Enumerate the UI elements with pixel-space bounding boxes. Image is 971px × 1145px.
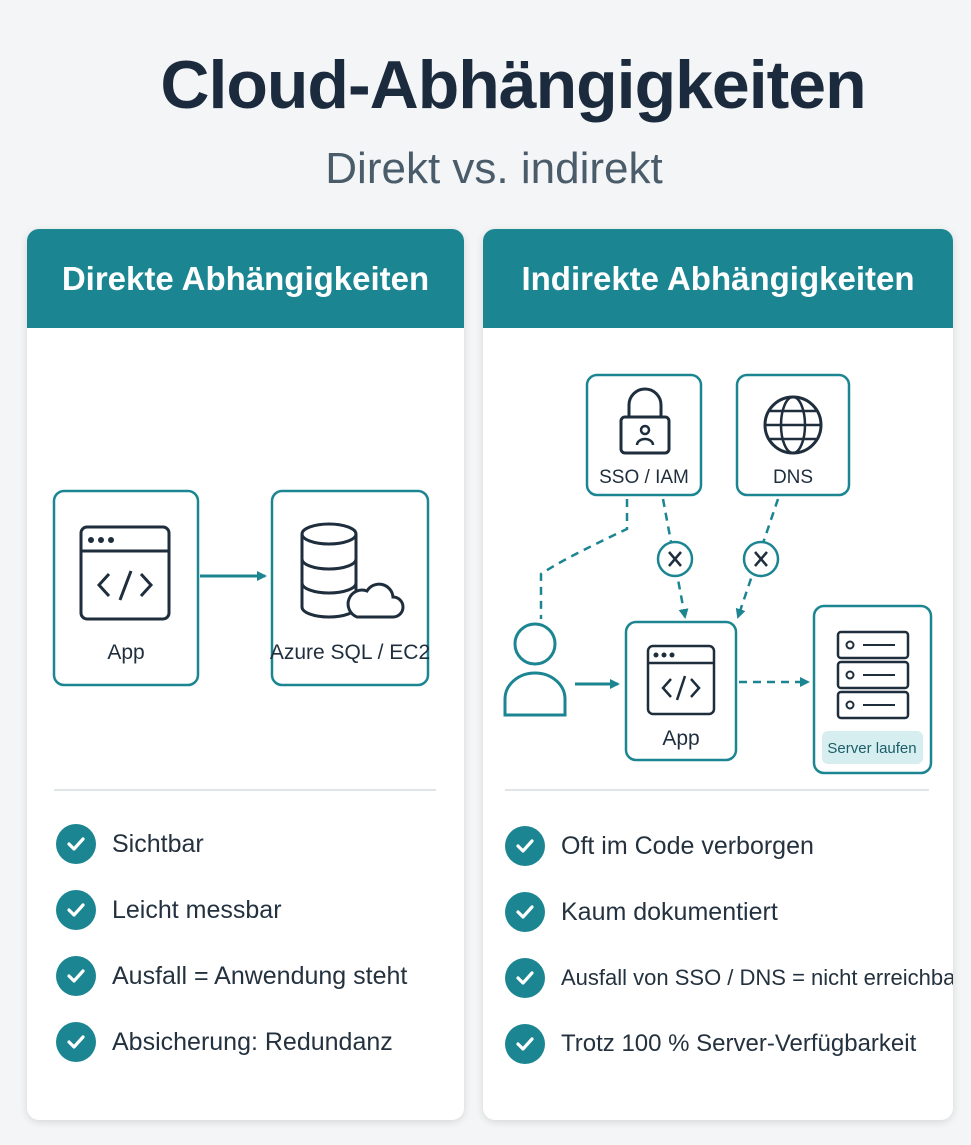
check-icon (505, 1024, 545, 1064)
failure-x-icon (656, 540, 694, 578)
indirect-dependencies-panel: Indirekte Abhängigkeiten SSO / IAM (483, 229, 953, 1120)
direct-dependencies-panel: Direkte Abhängigkeiten App (27, 229, 464, 1120)
database-cloud-icon (300, 522, 405, 619)
browser-code-icon (79, 525, 171, 621)
server-status-badge (822, 731, 923, 764)
list-item: Trotz 100 % Server-Verfügbarkeit (505, 1011, 945, 1077)
user-icon (503, 622, 567, 717)
check-icon (505, 826, 545, 866)
indirect-panel-header: Indirekte Abhängigkeiten (483, 229, 953, 328)
indirect-checklist: Oft im Code verborgen Kaum dokumentiert … (505, 813, 953, 1077)
check-icon (505, 892, 545, 932)
check-icon (505, 958, 545, 998)
list-item-label: Absicherung: Redundanz (112, 1027, 393, 1056)
sso-label: SSO / IAM (599, 467, 689, 488)
browser-code-icon (646, 644, 716, 716)
lock-icon (619, 387, 671, 455)
check-icon (56, 824, 96, 864)
direct-app-node: App (52, 489, 200, 687)
list-item-label: Ausfall von SSO / DNS = nicht erreichbar (561, 965, 953, 990)
list-item: Ausfall = Anwendung steht (56, 943, 456, 1009)
page-title: Cloud-Abhängigkeiten (160, 47, 866, 123)
list-item-label: Ausfall = Anwendung steht (112, 961, 408, 990)
dns-label: DNS (773, 467, 813, 488)
indirect-app-label: App (662, 727, 699, 750)
list-item: Ausfall von SSO / DNS = nicht erreichbar (505, 945, 953, 1011)
failure-x-icon (742, 540, 780, 578)
server-rack-icon (836, 630, 910, 720)
sso-node: SSO / IAM (585, 373, 703, 497)
direct-db-label: Azure SQL / EC2 (270, 641, 430, 664)
page-subtitle: Direkt vs. indirekt (325, 144, 663, 193)
list-item-label: Trotz 100 % Server-Verfügbarkeit (561, 1030, 917, 1057)
direct-db-node: Azure SQL / EC2 (270, 489, 430, 687)
check-icon (56, 1022, 96, 1062)
server-status-label: Server laufen (827, 740, 916, 757)
direct-diagram: App Azure SQL / EC2 (52, 489, 430, 687)
indirect-divider (505, 789, 929, 791)
list-item-label: Oft im Code verborgen (561, 831, 814, 860)
check-icon (56, 890, 96, 930)
list-item: Leicht messbar (56, 877, 456, 943)
indirect-diagram: SSO / IAM DNS (503, 373, 933, 775)
sso-user-connector (539, 499, 629, 619)
list-item-label: Sichtbar (112, 829, 204, 858)
list-item: Absicherung: Redundanz (56, 1009, 456, 1075)
list-item-label: Kaum dokumentiert (561, 897, 778, 926)
list-item: Oft im Code verborgen (505, 813, 945, 879)
direct-checklist: Sichtbar Leicht messbar Ausfall = Anwend… (56, 811, 456, 1075)
globe-icon (763, 395, 823, 455)
list-item-label: Leicht messbar (112, 895, 282, 924)
dns-node: DNS (735, 373, 851, 497)
check-icon (56, 956, 96, 996)
direct-app-label: App (107, 641, 144, 664)
direct-divider (54, 789, 436, 791)
server-node: Server laufen (812, 604, 933, 775)
list-item: Sichtbar (56, 811, 456, 877)
list-item: Kaum dokumentiert (505, 879, 945, 945)
direct-panel-header: Direkte Abhängigkeiten (27, 229, 464, 328)
indirect-app-node: App (624, 620, 738, 762)
